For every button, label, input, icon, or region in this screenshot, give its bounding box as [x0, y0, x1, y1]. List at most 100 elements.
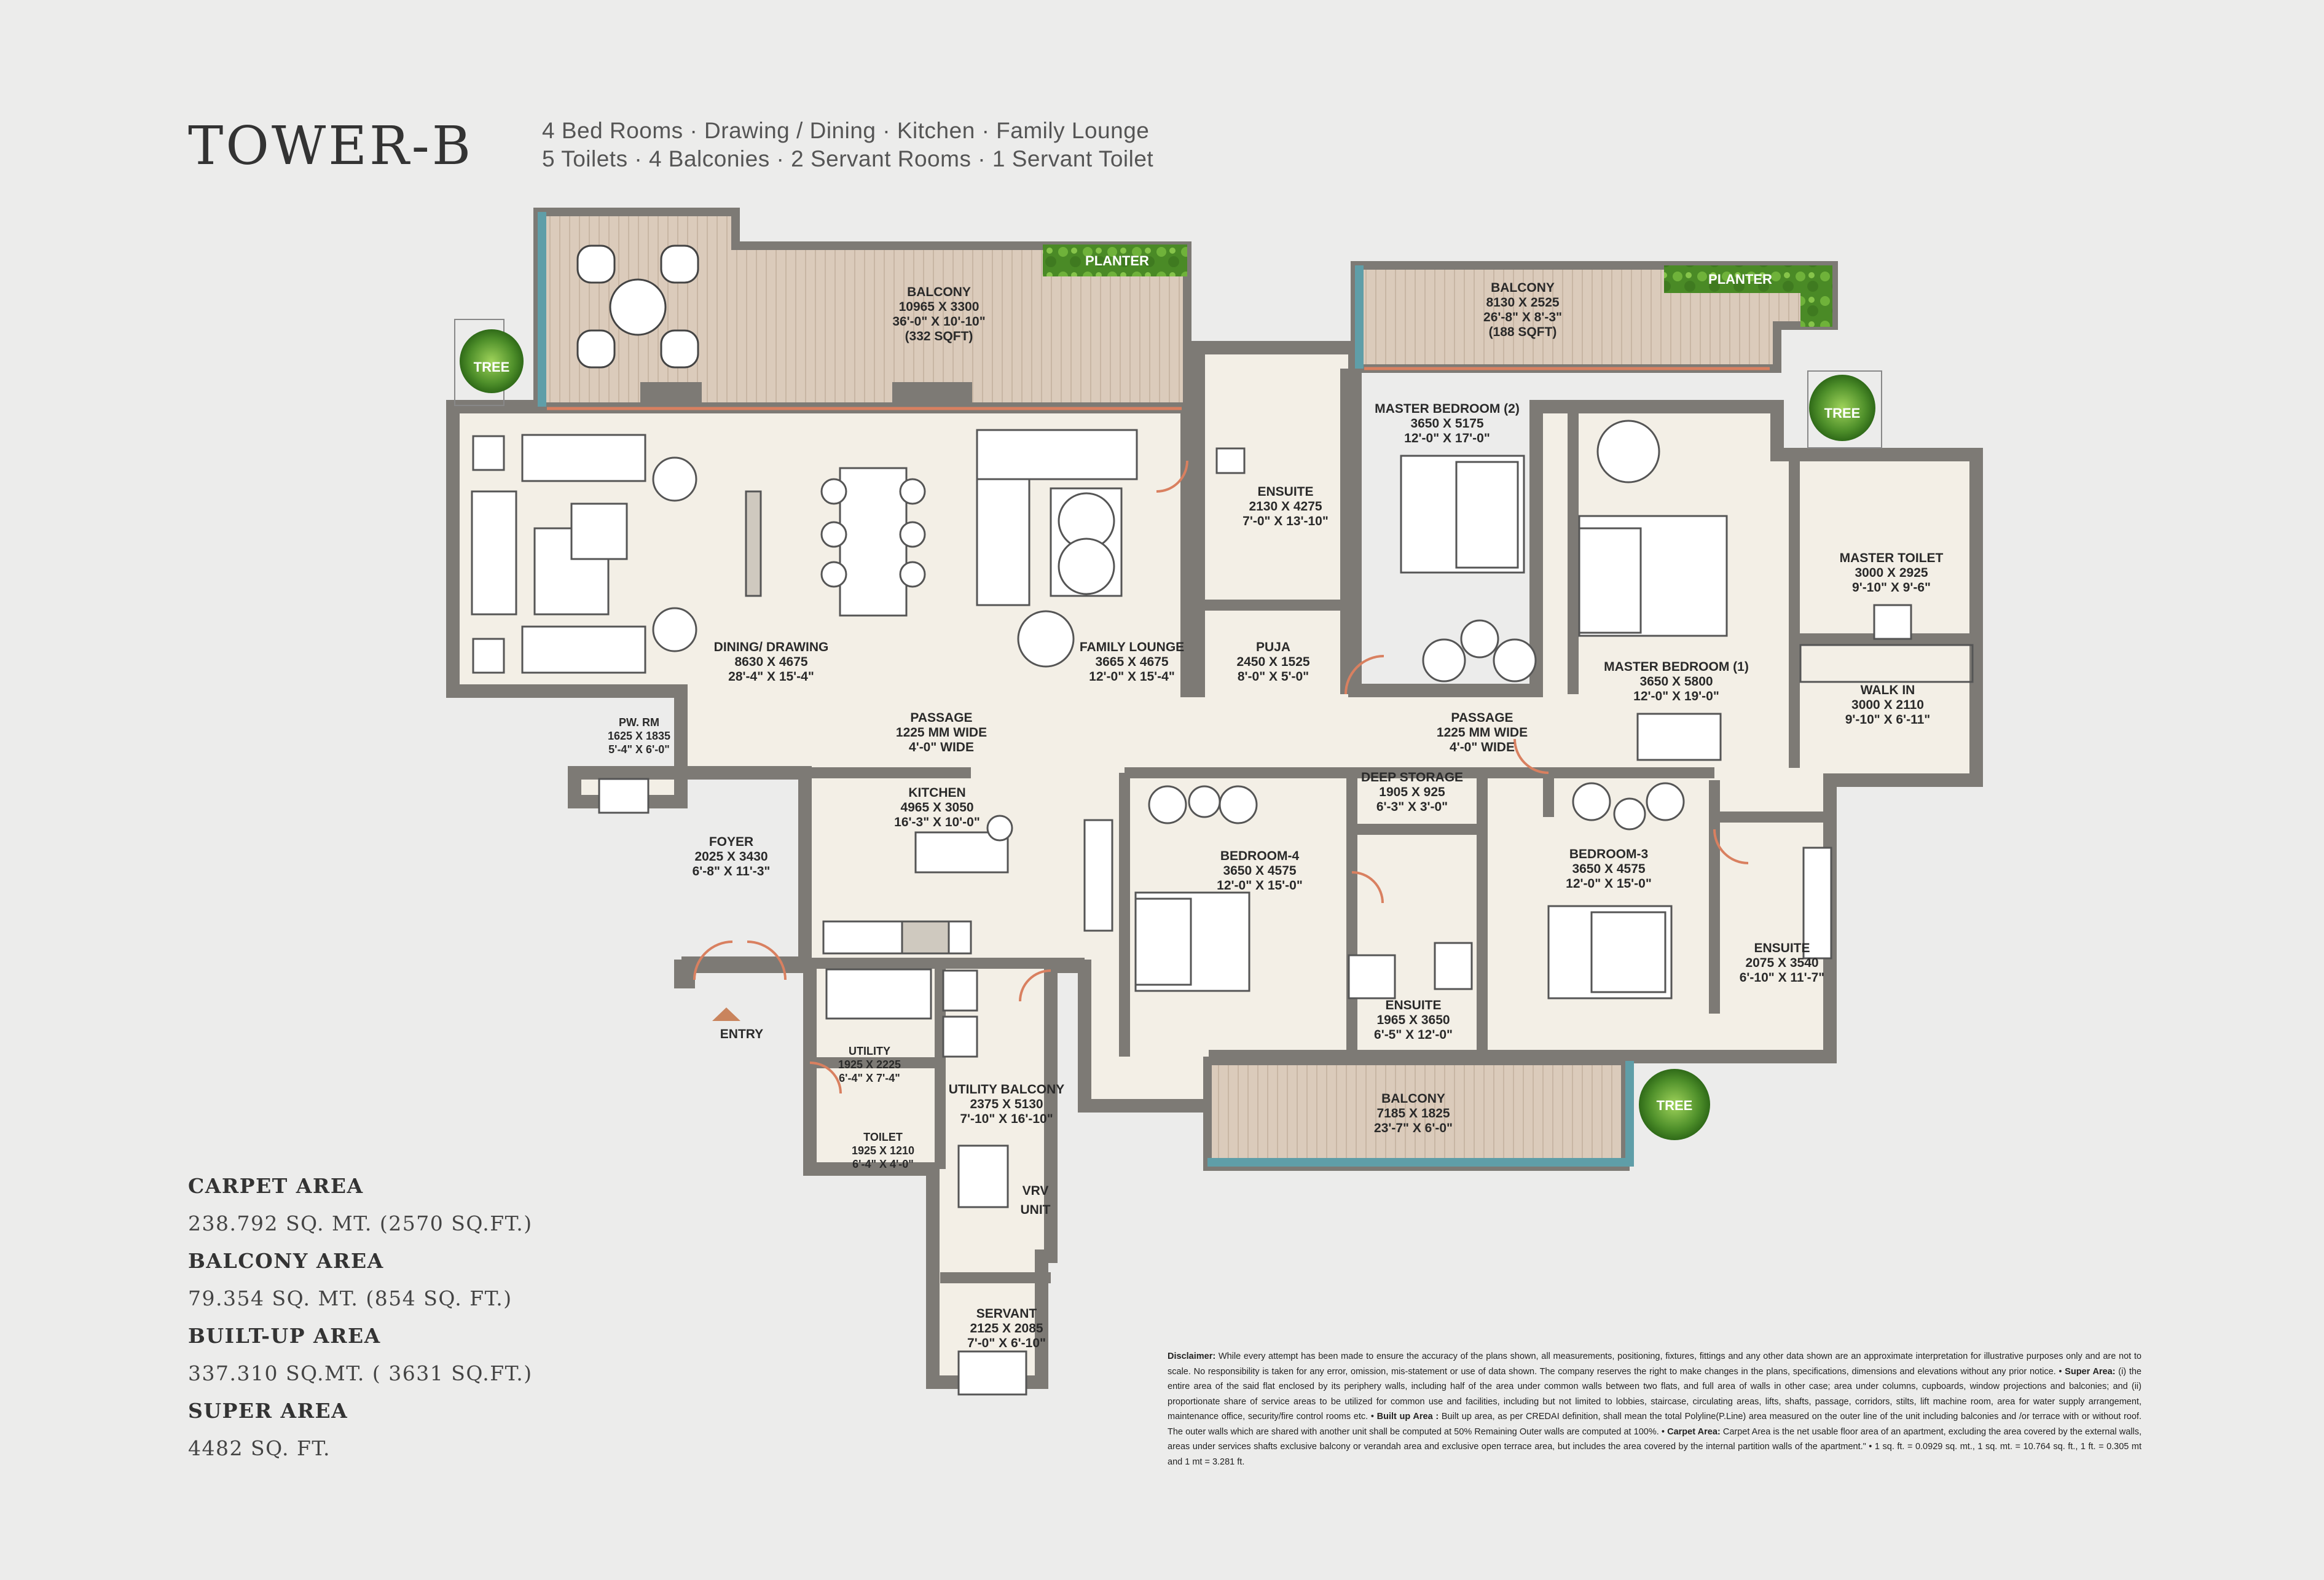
room-mm: 1925 X 1210	[852, 1144, 914, 1157]
super-area-value: 4482 SQ. FT.	[188, 1436, 331, 1460]
label-vrv-unit: VRV UNIT	[1021, 1184, 1051, 1217]
balcony-area-value: 79.354 SQ. MT. (854 SQ. FT.)	[188, 1286, 512, 1310]
room-sqft: (188 SQFT)	[1489, 325, 1557, 339]
room-labels: BALCONY 10965 X 3300 36'-0" X 10'-10" (3…	[474, 253, 1944, 1350]
room-mm: 1625 X 1835	[608, 730, 670, 742]
disclaimer-part-4: Carpet Area is the net usable floor area…	[1168, 1426, 2142, 1467]
room-name: PUJA	[1256, 640, 1290, 654]
room-name: FOYER	[709, 835, 753, 849]
room-name: WALK IN	[1861, 683, 1915, 697]
builtup-area-lead: Built up Area :	[1376, 1412, 1439, 1422]
room-mm: 1925 X 2225	[838, 1058, 901, 1071]
room-ft: 7'-0" X 13'-10"	[1242, 514, 1329, 528]
room-name: BEDROOM-3	[1569, 847, 1648, 861]
room-ft: 6'-4" X 4'-0"	[852, 1158, 914, 1170]
balcony-dining-set	[576, 244, 699, 369]
room-name: BALCONY	[1381, 1092, 1445, 1106]
room-mm: 7185 X 1825	[1376, 1106, 1450, 1120]
room-ft: 28'-4" X 15'-4"	[728, 670, 814, 684]
disclaimer: Disclaimer: While every attempt has been…	[1168, 1349, 2141, 1469]
room-name: ENSUITE	[1257, 485, 1313, 499]
room-name: FAMILY LOUNGE	[1080, 640, 1184, 654]
room-mm: 3650 X 5800	[1639, 675, 1713, 689]
label-utility-balcony: UTILITY BALCONY 2375 X 5130 7'-10" X 16'…	[949, 1082, 1065, 1126]
room-mm: 1965 X 3650	[1376, 1013, 1450, 1027]
carpet-area-label: CARPET AREA	[188, 1174, 364, 1198]
label-kitchen: KITCHEN 4965 X 3050 16'-3" X 10'-0"	[894, 786, 980, 829]
room-name: PW. RM	[619, 716, 659, 729]
room-ft: 12'-0" X 19'-0"	[1633, 689, 1719, 703]
label-puja: PUJA 2450 X 1525 8'-0" X 5'-0"	[1236, 640, 1309, 684]
room-ft: 12'-0" X 17'-0"	[1404, 431, 1490, 445]
area-summary: CARPET AREA 238.792 SQ. MT. (2570 SQ.FT.…	[188, 1167, 533, 1467]
label-entry: ENTRY	[720, 1027, 763, 1041]
room-ft: 6'-8" X 11'-3"	[693, 864, 771, 878]
label-tree-bottom: TREE	[1657, 1098, 1693, 1113]
label-deep-storage: DEEP STORAGE 1905 X 925 6'-3" X 3'-0"	[1361, 770, 1463, 814]
room-ft: 36'-0" X 10'-10"	[892, 315, 985, 329]
label-planter-right: PLANTER	[1708, 272, 1772, 287]
room-ft: 5'-4" X 6'-0"	[608, 743, 670, 756]
room-ft: 7'-10" X 16'-10"	[960, 1112, 1053, 1126]
label-bedroom-3: BEDROOM-3 3650 X 4575 12'-0" X 15'-0"	[1566, 847, 1652, 891]
room-ft: 4'-0" WIDE	[909, 740, 974, 754]
room-mm: 1225 MM WIDE	[1437, 725, 1528, 740]
doors	[693, 460, 1749, 1094]
label-balcony-main: BALCONY 10965 X 3300 36'-0" X 10'-10" (3…	[892, 285, 985, 343]
floor-slab	[446, 341, 1983, 1389]
label-pw-rm: PW. RM 1625 X 1835 5'-4" X 6'-0"	[608, 716, 670, 756]
room-mm: 2075 X 3540	[1745, 956, 1818, 970]
label-servant: SERVANT 2125 X 2085 7'-0" X 6'-10"	[967, 1307, 1046, 1350]
internal-walls	[575, 369, 1976, 1283]
room-ft: 12'-0" X 15'-4"	[1089, 670, 1175, 684]
room-name: PASSAGE	[1451, 711, 1513, 725]
room-ft: 4'-0" WIDE	[1450, 740, 1515, 754]
room-name: MASTER BEDROOM (2)	[1375, 402, 1520, 416]
room-ft: 23'-7" X 6'-0"	[1374, 1121, 1453, 1135]
room-name: PASSAGE	[910, 711, 972, 725]
room-ft: 6'-5" X 12'-0"	[1374, 1028, 1453, 1042]
room-name: MASTER TOILET	[1840, 551, 1944, 565]
room-name: ENSUITE	[1754, 941, 1810, 955]
label-balcony-bottom: BALCONY 7185 X 1825 23'-7" X 6'-0"	[1374, 1092, 1453, 1135]
vrv-label-2: UNIT	[1021, 1203, 1051, 1217]
room-name: BALCONY	[1491, 281, 1555, 295]
label-ensuite-right: ENSUITE 2075 X 3540 6'-10" X 11'-7"	[1740, 941, 1824, 985]
room-ft: 8'-0" X 5'-0"	[1238, 670, 1309, 684]
room-ft: 6'-3" X 3'-0"	[1376, 800, 1448, 814]
label-tree-right: TREE	[1824, 405, 1861, 421]
label-family-lounge: FAMILY LOUNGE 3665 X 4675 12'-0" X 15'-4…	[1080, 640, 1184, 684]
room-mm: 3650 X 4575	[1223, 864, 1296, 878]
disclaimer-part-1: While every attempt has been made to ens…	[1168, 1351, 2141, 1377]
label-utility: UTILITY 1925 X 2225 6'-4" X 7'-4"	[838, 1045, 901, 1084]
label-ensuite-top: ENSUITE 2130 X 4275 7'-0" X 13'-10"	[1242, 485, 1329, 528]
label-bedroom-4: BEDROOM-4 3650 X 4575 12'-0" X 15'-0"	[1217, 849, 1303, 893]
balcony-area-label: BALCONY AREA	[188, 1249, 384, 1273]
label-master-bedroom-2: MASTER BEDROOM (2) 3650 X 5175 12'-0" X …	[1375, 402, 1520, 445]
label-walk-in: WALK IN 3000 X 2110 9'-10" X 6'-11"	[1845, 683, 1930, 727]
label-passage-left: PASSAGE 1225 MM WIDE 4'-0" WIDE	[896, 711, 987, 754]
unit-features: 4 Bed Rooms · Drawing / Dining · Kitchen…	[542, 117, 1153, 173]
room-mm: 1905 X 925	[1379, 785, 1445, 799]
room-mm: 2025 X 3430	[694, 850, 767, 864]
label-master-bedroom-1: MASTER BEDROOM (1) 3650 X 5800 12'-0" X …	[1604, 660, 1749, 703]
room-mm: 10965 X 3300	[899, 300, 979, 314]
label-foyer: FOYER 2025 X 3430 6'-8" X 11'-3"	[693, 835, 771, 878]
room-mm: 3000 X 2110	[1851, 698, 1924, 712]
room-mm: 3650 X 4575	[1572, 862, 1645, 876]
room-ft: 9'-10" X 6'-11"	[1845, 713, 1930, 727]
room-ft: 9'-10" X 9'-6"	[1852, 581, 1931, 595]
room-sqft: (332 SQFT)	[905, 329, 973, 343]
balcony-main	[533, 208, 1191, 413]
room-name: DINING/ DRAWING	[714, 640, 829, 654]
carpet-area-value: 238.792 SQ. MT. (2570 SQ.FT.)	[188, 1211, 533, 1235]
room-mm: 3650 X 5175	[1410, 417, 1483, 431]
features-line-1: 4 Bed Rooms · Drawing / Dining · Kitchen…	[542, 118, 1150, 143]
room-mm: 4965 X 3050	[900, 800, 973, 815]
kitchen-furniture	[598, 447, 1974, 1396]
room-ft: 7'-0" X 6'-10"	[967, 1336, 1046, 1350]
vrv-label-1: VRV	[1023, 1184, 1049, 1198]
label-planter-left: PLANTER	[1085, 253, 1149, 268]
room-ft: 6'-4" X 7'-4"	[839, 1072, 900, 1084]
